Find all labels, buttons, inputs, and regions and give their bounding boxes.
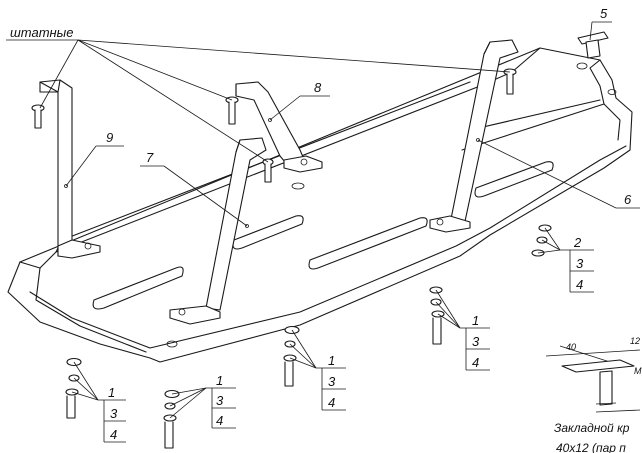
label-9: 9 — [106, 130, 113, 145]
leader-lines — [6, 21, 640, 443]
label-set2-1: 2 — [573, 235, 582, 250]
label-7: 7 — [146, 150, 154, 165]
detail-caption-2: 40х12 (пар п — [556, 441, 626, 453]
part-labels: штатные 5 8 9 7 6 2 3 4 1 3 4 1 3 4 1 3 … — [10, 6, 632, 442]
stock-bolt — [31, 104, 45, 129]
detail-view: 40 12 M Закладной кр 40х12 (пар п — [545, 336, 642, 453]
hardware-set-1c — [65, 357, 82, 419]
label-set1a-3: 4 — [472, 355, 479, 370]
label-set1c-3: 4 — [110, 427, 117, 442]
clip-5 — [577, 31, 609, 59]
label-8: 8 — [314, 80, 322, 95]
bracket-9 — [39, 79, 101, 259]
label-set1c-2: 3 — [110, 406, 118, 421]
label-set1b-3: 4 — [328, 395, 335, 410]
detail-dim-c: M — [634, 366, 642, 376]
hardware-set-1a — [429, 286, 445, 345]
bracket-8 — [235, 81, 323, 173]
stock-bolt — [262, 158, 274, 183]
label-set1b-1: 1 — [328, 353, 335, 368]
label-set1d-2: 3 — [216, 393, 224, 408]
label-set2-3: 4 — [576, 277, 583, 292]
label-set2-2: 3 — [576, 256, 584, 271]
stock-bolt — [225, 96, 239, 125]
bracket-7 — [169, 137, 267, 325]
label-6: 6 — [624, 192, 632, 207]
label-5: 5 — [600, 6, 608, 21]
hardware-set-1b — [283, 325, 300, 387]
label-set1d-3: 4 — [216, 413, 223, 428]
callout-stock: штатные — [10, 25, 73, 40]
label-set1a-1: 1 — [472, 313, 479, 328]
detail-dim-b: 12 — [630, 336, 640, 346]
label-set1a-2: 3 — [472, 334, 480, 349]
hardware-set-1d — [163, 389, 180, 449]
stock-bolt — [503, 68, 517, 95]
detail-dim-a: 40 — [566, 342, 576, 352]
skid-plate — [7, 47, 633, 363]
label-set1d-1: 1 — [216, 373, 223, 388]
label-set1c-1: 1 — [108, 385, 115, 400]
detail-caption-1: Закладной кр — [554, 421, 630, 435]
label-set1b-2: 3 — [328, 374, 336, 389]
